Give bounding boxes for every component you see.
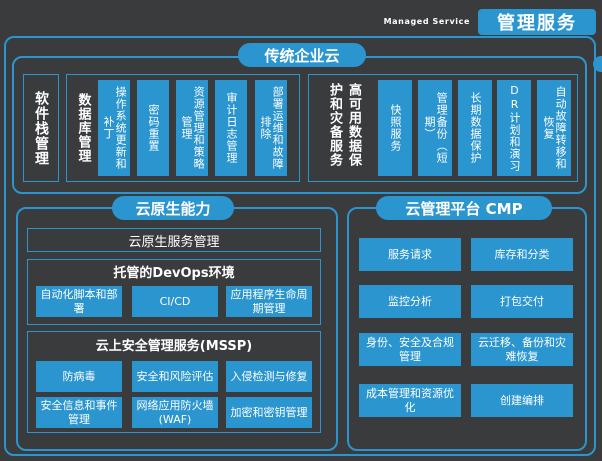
db-item-5: 部署运维和故障排除 — [255, 80, 287, 176]
mssp-item-3: 入侵检测与修复 — [226, 361, 312, 392]
cmp-item-8: 创建编排 — [471, 384, 573, 417]
db-item-1-label: 操作系统更新和补丁 — [102, 86, 128, 170]
dr-label: 高可用数据保护和灾备服务 — [327, 83, 361, 167]
mssp-group — [27, 331, 321, 433]
db-item-4: 审计日志管理 — [215, 80, 247, 176]
dr-item-1: 快照服务 — [378, 80, 412, 176]
dr-item-4-label: DR计划和演习 — [508, 84, 522, 172]
traditional-cloud-title: 传统企业云 — [238, 43, 366, 67]
dr-group — [308, 74, 578, 182]
dr-item-5: 自动故障转移和恢复 — [537, 80, 571, 176]
dr-item-2-label: 管理备份（短期） — [423, 92, 449, 164]
db-item-3: 资源管理和策略管理 — [176, 80, 208, 176]
software-stack-label: 软件栈管理 — [33, 90, 49, 166]
cmp-item-7: 成本管理和资源优化 — [359, 384, 461, 417]
mssp-item-1: 防病毒 — [36, 361, 122, 392]
mssp-item-4: 安全信息和事件管理 — [36, 397, 122, 428]
mssp-title: 云上安全管理服务(MSSP) — [95, 338, 253, 354]
db-item-2: 密码重置 — [137, 80, 169, 176]
cmp-item-4: 打包交付 — [471, 285, 573, 318]
edge-tab-decoration — [593, 56, 602, 72]
mssp-item-5: 网络应用防火墙(WAF) — [132, 397, 218, 428]
cmp-item-3: 监控分析 — [359, 285, 461, 318]
devops-title: 托管的DevOps环境 — [113, 265, 235, 281]
devops-group — [27, 259, 321, 325]
software-stack-box: 软件栈管理 — [23, 74, 59, 182]
cloud-native-service-mgmt: 云原生服务管理 — [27, 228, 321, 252]
cmp-item-6: 云迁移、备份和灾难恢复 — [471, 333, 573, 366]
db-management-group — [66, 74, 300, 182]
mssp-item-6: 加密和密钥管理 — [226, 397, 312, 428]
db-management-label: 数据库管理 — [75, 93, 91, 163]
header-subtitle: Managed Service — [383, 17, 470, 26]
mssp-item-2: 安全和风险评估 — [132, 361, 218, 392]
dr-item-3-label: 长期数据保护 — [469, 92, 483, 164]
cmp-title: 云管理平台 CMP — [376, 196, 552, 220]
page-title: 管理服务 — [478, 9, 596, 35]
db-item-5-label: 部署运维和故障排除 — [259, 86, 285, 170]
outer-frame — [4, 36, 596, 456]
dr-item-4: DR计划和演习 — [497, 80, 531, 176]
db-item-3-label: 资源管理和策略管理 — [180, 86, 206, 170]
dr-item-2: 管理备份（短期） — [418, 80, 452, 176]
dr-item-1-label: 快照服务 — [389, 104, 403, 152]
db-management-label-box: 数据库管理 — [70, 80, 96, 176]
db-item-1: 操作系统更新和补丁 — [98, 80, 130, 176]
cmp-item-1: 服务请求 — [359, 238, 461, 271]
cmp-item-5: 身份、安全及合规管理 — [359, 333, 461, 366]
dr-label-box: 高可用数据保护和灾备服务 — [314, 80, 374, 176]
devops-item-3: 应用程序生命周期管理 — [226, 286, 312, 317]
cmp-item-2: 库存和分类 — [471, 238, 573, 271]
db-item-4-label: 审计日志管理 — [225, 92, 239, 164]
dr-item-3: 长期数据保护 — [458, 80, 492, 176]
dr-item-5-label: 自动故障转移和恢复 — [542, 86, 568, 170]
devops-item-1: 自动化脚本和部署 — [36, 286, 122, 317]
cloud-native-title: 云原生能力 — [112, 196, 234, 220]
devops-item-2: CI/CD — [132, 286, 218, 317]
db-item-2-label: 密码重置 — [147, 104, 161, 152]
